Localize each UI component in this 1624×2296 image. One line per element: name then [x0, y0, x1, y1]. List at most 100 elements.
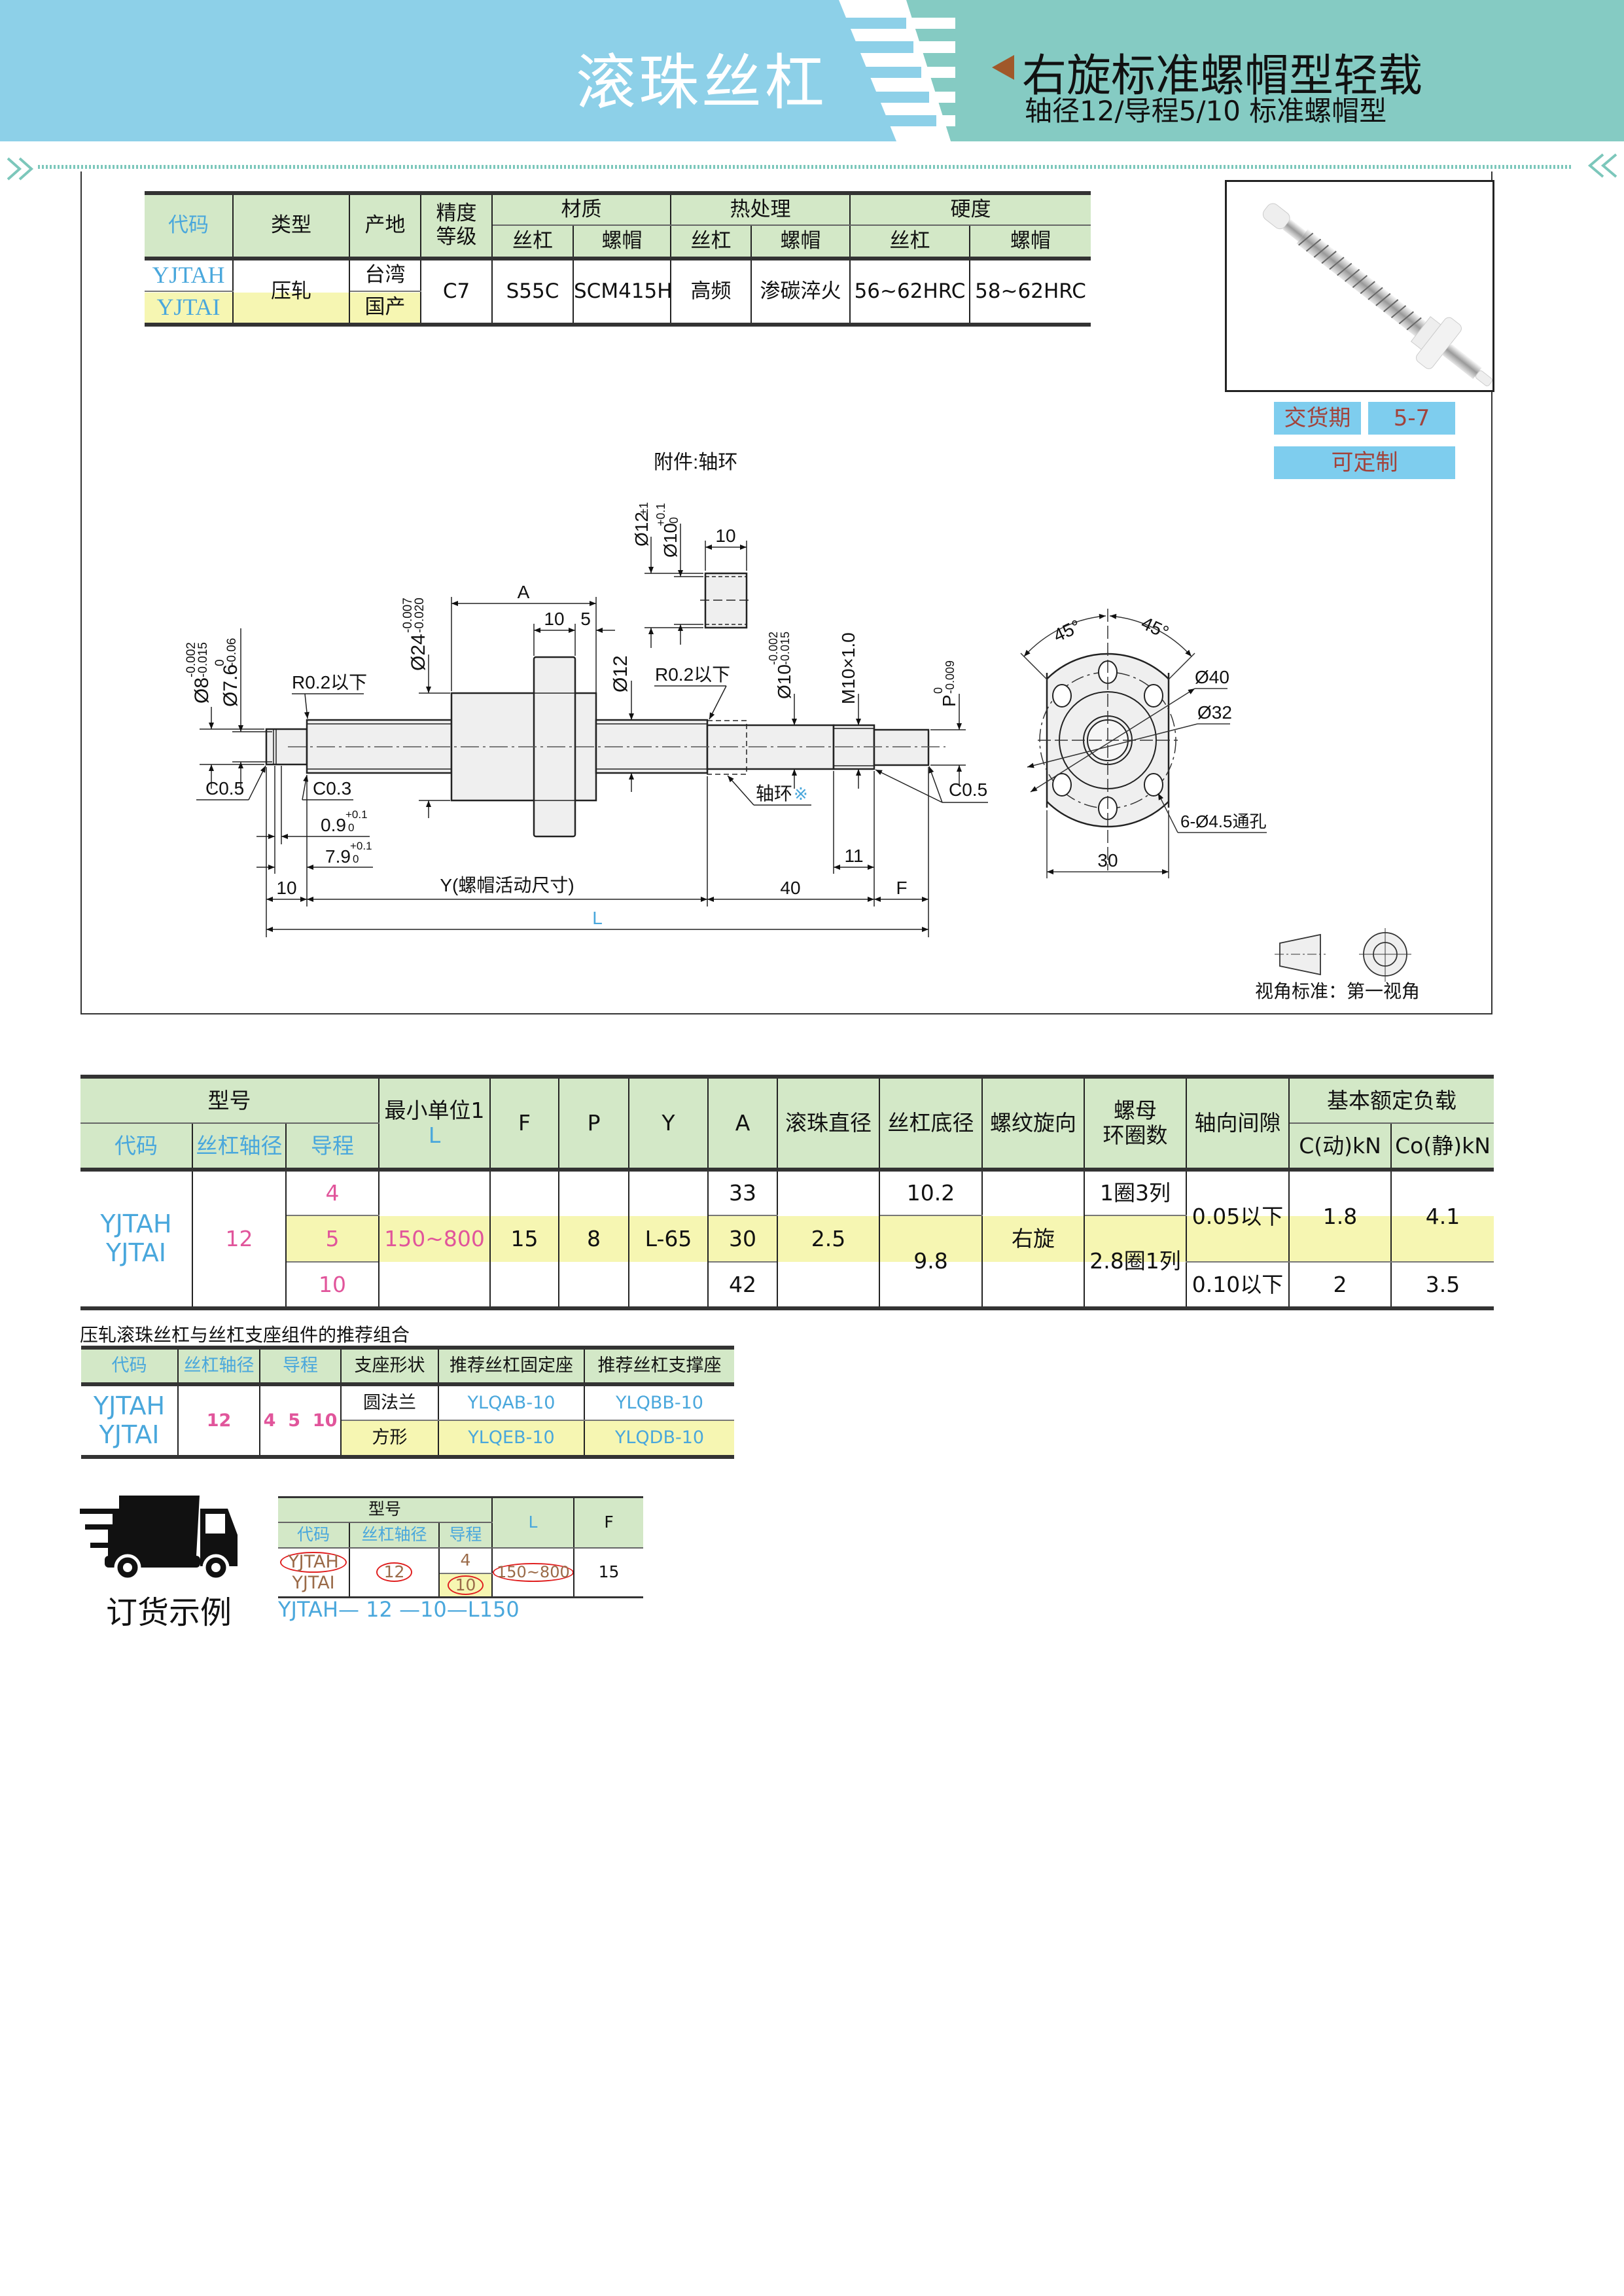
header-shaft-dia: 丝杠轴径 — [192, 1122, 287, 1170]
code-cell: YJTAH — [144, 257, 234, 292]
customizable-badge: 可定制 — [1274, 446, 1455, 479]
circuits-cell: 1圈3列 — [1084, 1168, 1188, 1216]
header-backlash: 轴向间隙 — [1186, 1076, 1290, 1170]
selected-lead: 10 — [447, 1575, 484, 1595]
thread-dir-cell: 右旋 — [981, 1168, 1086, 1309]
code-yjtah: YJTAH — [100, 1210, 172, 1239]
code-yjtah: YJTAH — [93, 1391, 166, 1420]
shape-cell: 方形 — [340, 1420, 439, 1458]
fixed-seat-cell: YLQEB-10 — [438, 1420, 585, 1458]
dim-flange-width-label: 10 — [544, 609, 564, 629]
mount-hole — [1052, 684, 1072, 708]
dim-d10-upper: -0.002 — [767, 632, 780, 665]
header-p: P — [558, 1076, 630, 1170]
groove-09-upper: +0.1 — [345, 808, 368, 821]
header-min-unit-line2: L — [428, 1122, 441, 1148]
root-dia-cell: 9.8 — [879, 1215, 983, 1309]
d32-label: Ø32 — [1197, 702, 1232, 723]
header-circuits-line1: 螺母 — [1114, 1098, 1157, 1124]
lead-cell: 4 — [438, 1547, 493, 1574]
support-seat-cell: YLQDB-10 — [584, 1420, 735, 1458]
width-30-label: 30 — [1097, 850, 1118, 870]
lead-cell: 10 — [285, 1261, 380, 1309]
groove-79-upper: +0.1 — [350, 840, 372, 852]
dim-d76-lower: -0.06 — [225, 638, 239, 666]
title-arrow-icon — [992, 55, 1014, 80]
grade-cell: C7 — [420, 257, 493, 325]
selected-shaft-dia: 12 — [376, 1562, 413, 1583]
p-cell: 8 — [558, 1168, 630, 1309]
screw-hardness-cell: 56~62HRC — [849, 257, 970, 325]
dim-d24-upper: -0.007 — [401, 598, 415, 633]
type-cell: 压轧 — [232, 257, 350, 325]
a-cell: 42 — [707, 1261, 779, 1309]
c-dyn-cell: 1.8 — [1288, 1168, 1392, 1263]
origin-cell: 台湾 — [349, 257, 421, 292]
order-code-example: YJTAH— 12 —10—L150 — [278, 1597, 520, 1622]
header-lead: 导程 — [285, 1122, 380, 1170]
header-type: 类型 — [232, 192, 350, 259]
d40-label: Ø40 — [1195, 667, 1229, 687]
header-shaft-dia: 丝杠轴径 — [349, 1521, 440, 1549]
holes-label: 6-Ø4.5通孔 — [1180, 812, 1267, 831]
header-hardness-nut: 螺帽 — [969, 224, 1091, 259]
header-code: 代码 — [80, 1122, 193, 1170]
groove-79-lower: 0 — [353, 853, 359, 865]
c05-right-label: C0.5 — [949, 780, 987, 800]
f-cell: 15 — [573, 1547, 644, 1598]
header-circuits-line2: 环圈数 — [1103, 1122, 1168, 1148]
groove-79-label: 7.9 — [325, 846, 351, 867]
order-example-title: 订货示例 — [106, 1594, 232, 1631]
header-lead: 导程 — [259, 1347, 342, 1385]
header-shape: 支座形状 — [340, 1347, 439, 1385]
header-f: F — [573, 1496, 644, 1549]
lead-cell: 5 — [285, 1215, 380, 1263]
header-c-stat: Co(静)kN — [1390, 1122, 1495, 1170]
y-travel-label: Y(螺帽活动尺寸) — [440, 875, 574, 895]
header-f: F — [489, 1076, 560, 1170]
shape-cell: 圆法兰 — [340, 1382, 439, 1421]
drawing-frame — [80, 171, 1492, 1014]
header-l: L — [491, 1496, 575, 1549]
spec-table: 代码 类型 产地 精度等级 材质 热处理 硬度 丝杠 螺帽 丝杠 螺帽 丝杠 螺… — [144, 191, 1091, 327]
f-label: F — [896, 878, 907, 898]
dim-d76-upper: 0 — [213, 659, 227, 666]
dim-d24-lower: -0.020 — [413, 598, 427, 633]
header-c-dyn: C(动)kN — [1288, 1122, 1392, 1170]
header-code: 代码 — [80, 1347, 179, 1385]
screw-material-cell: S55C — [491, 257, 574, 325]
header-model: 型号 — [79, 1076, 380, 1124]
lead-cell: 10 — [438, 1572, 493, 1598]
header-origin: 产地 — [349, 192, 421, 259]
backlash-cell: 0.10以下 — [1186, 1261, 1290, 1309]
projection-symbol-icon — [1275, 928, 1411, 982]
a-cell: 30 — [707, 1215, 779, 1263]
len-10-label: 10 — [276, 878, 296, 898]
header-hardness-screw: 丝杠 — [849, 224, 970, 259]
dim-d10-label: Ø10 — [774, 664, 794, 699]
header-min-unit-line1: 最小单位1 — [384, 1098, 485, 1124]
leads-cell: 4 5 10 — [259, 1382, 342, 1458]
c03-label: C0.3 — [313, 778, 351, 798]
code-yjtai: YJTAI — [99, 1420, 160, 1449]
r02-left-label: R0.2以下 — [292, 672, 367, 692]
len-40-label: 40 — [780, 878, 800, 898]
header-circuits: 螺母环圈数 — [1084, 1076, 1188, 1170]
l-label: L — [592, 908, 603, 928]
c05-left-label: C0.5 — [205, 778, 244, 798]
category-title: 滚珠丝杠 — [576, 48, 828, 118]
c-stat-cell: 3.5 — [1390, 1261, 1495, 1309]
groove-09-label: 0.9 — [321, 815, 346, 835]
header-divider — [38, 165, 1572, 169]
angle-right-label: 45° — [1139, 613, 1172, 643]
mount-hole — [1144, 773, 1163, 797]
header-heat-nut: 螺帽 — [750, 224, 851, 259]
header-heat-screw: 丝杠 — [670, 224, 752, 259]
nut-heat-cell: 渗碳淬火 — [750, 257, 851, 325]
f-cell: 15 — [489, 1168, 560, 1309]
